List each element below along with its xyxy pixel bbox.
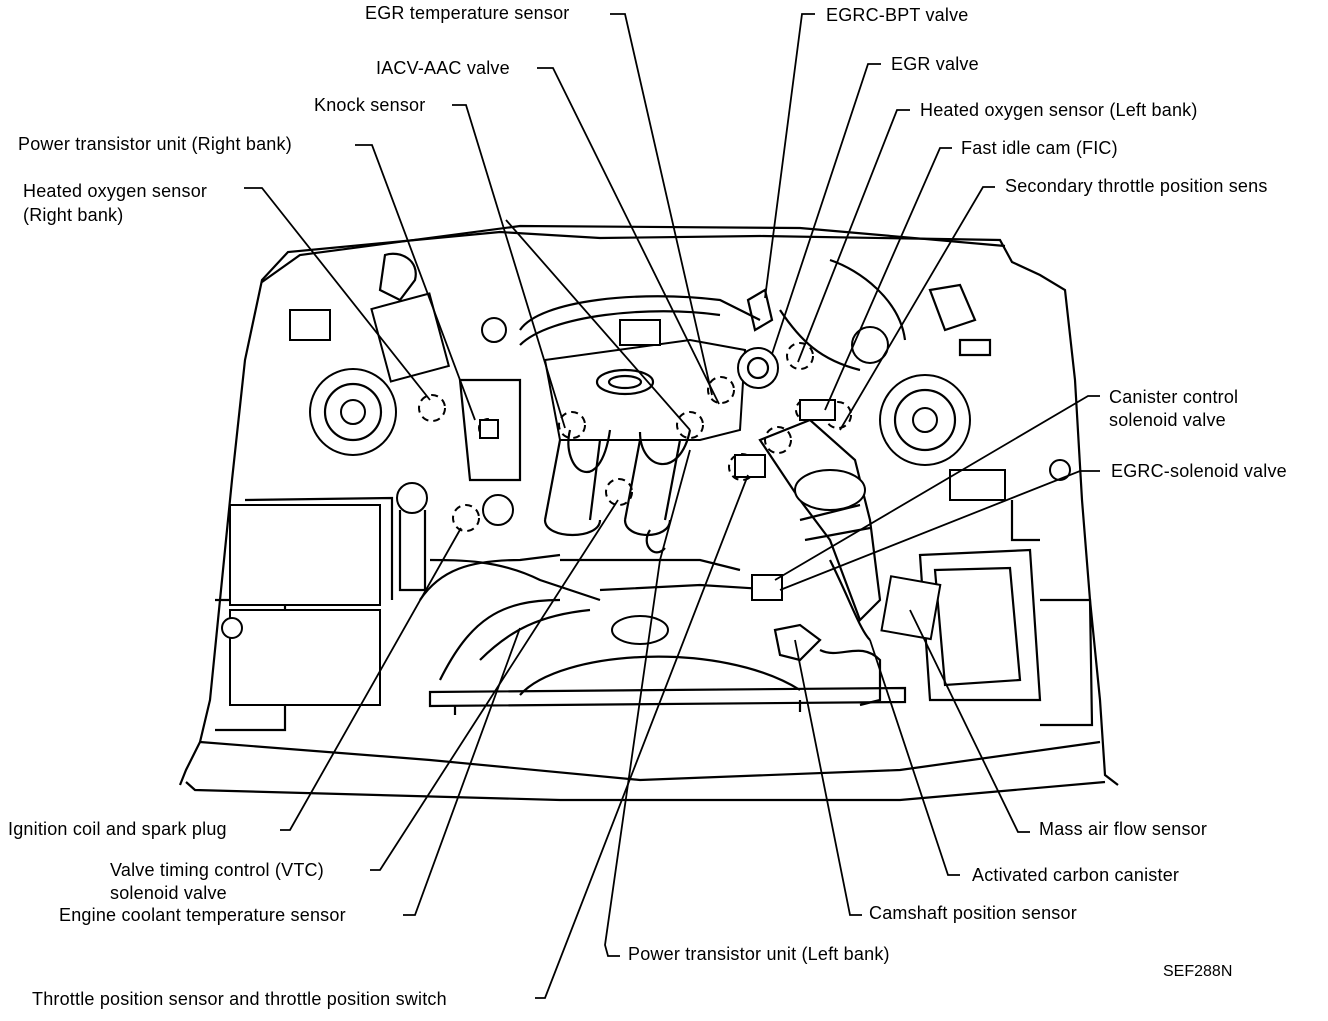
figure-code: SEF288N (1163, 963, 1233, 980)
hoses (419, 529, 882, 707)
leader-lines (244, 13, 1100, 999)
label-vtc-solenoid: Valve timing control (VTC) (110, 860, 324, 880)
label-throttle-position-sensor-switch: Throttle position sensor and throttle po… (32, 989, 447, 1009)
battery (221, 496, 394, 706)
label-egrc-bpt-valve: EGRC-BPT valve (826, 5, 969, 25)
left-strut-tower (309, 368, 397, 456)
label-canister-control-line2: solenoid valve (1109, 410, 1226, 430)
label-power-transistor-left-bank: Power transistor unit (Left bank) (628, 944, 890, 964)
right-components (779, 258, 1071, 542)
label-egrc-solenoid-valve: EGRC-solenoid valve (1111, 461, 1287, 481)
sensor-details (479, 319, 836, 601)
label-iacv-aac-valve: IACV-AAC valve (376, 58, 510, 78)
label-heated-o2-right-bank-line2: (Right bank) (23, 205, 124, 225)
label-secondary-throttle-position-sensor: Secondary throttle position sens (1005, 176, 1268, 196)
label-activated-carbon-canister: Activated carbon canister (972, 865, 1180, 885)
label-engine-coolant-temperature-sensor: Engine coolant temperature sensor (59, 905, 346, 925)
left-components (289, 252, 601, 602)
label-egr-temperature-sensor: EGR temperature sensor (365, 3, 570, 23)
label-camshaft-position-sensor: Camshaft position sensor (869, 903, 1077, 923)
label-heated-o2-right-bank: Heated oxygen sensor (23, 181, 208, 201)
label-power-transistor-right-bank: Power transistor unit (Right bank) (18, 134, 292, 154)
radiator (428, 655, 907, 715)
label-ignition-coil: Ignition coil and spark plug (8, 819, 227, 839)
label-mass-air-flow-sensor: Mass air flow sensor (1039, 819, 1208, 839)
air-cleaner (880, 548, 1042, 702)
egr-valve-body (737, 288, 779, 389)
label-egr-valve: EGR valve (891, 54, 979, 74)
label-vtc-solenoid-line2: solenoid valve (110, 883, 227, 903)
label-heated-o2-left-bank: Heated oxygen sensor (Left bank) (920, 100, 1198, 120)
label-knock-sensor: Knock sensor (314, 95, 426, 115)
label-fast-idle-cam: Fast idle cam (FIC) (961, 138, 1118, 158)
intake-duct (758, 418, 882, 641)
label-canister-control: Canister control (1109, 387, 1239, 407)
right-strut-tower (879, 374, 971, 466)
